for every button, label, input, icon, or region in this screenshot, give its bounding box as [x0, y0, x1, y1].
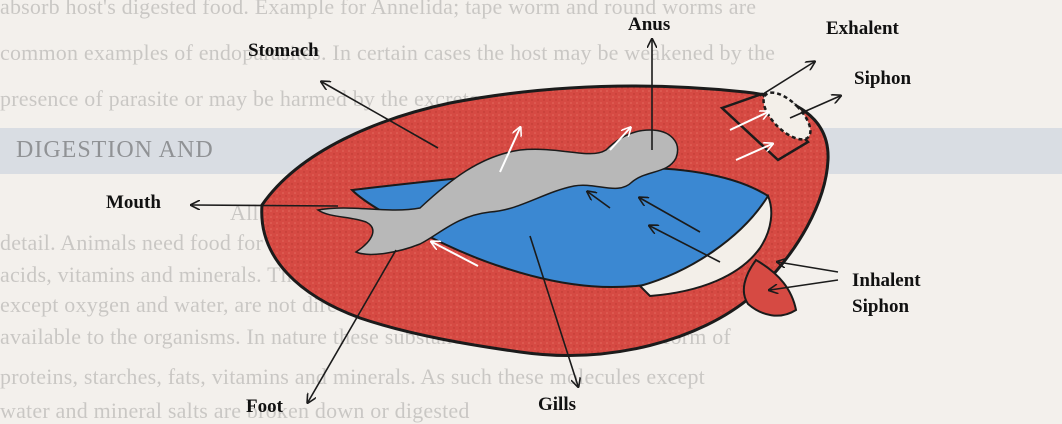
- label-siphon-top: Siphon: [854, 68, 911, 90]
- label-mouth: Mouth: [106, 192, 161, 214]
- label-inhalent: Inhalent: [852, 270, 921, 292]
- inhalent-arrow: [778, 262, 838, 272]
- label-gills: Gills: [538, 394, 576, 416]
- label-exhalent: Exhalent: [826, 18, 899, 40]
- label-anus: Anus: [628, 14, 670, 36]
- mouth-arrow: [192, 205, 338, 206]
- label-siphon-bottom: Siphon: [852, 296, 909, 318]
- label-foot: Foot: [246, 396, 283, 418]
- label-stomach: Stomach: [248, 40, 319, 62]
- exhalent-arrow: [760, 62, 814, 96]
